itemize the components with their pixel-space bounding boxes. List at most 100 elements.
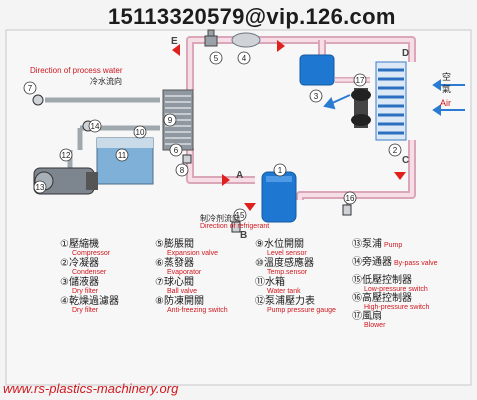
callout-circle-6 <box>169 143 183 157</box>
refrigerant-en: Direction of refrigerant <box>200 223 270 230</box>
callout-number-4: 4 <box>242 54 247 63</box>
callout-circle-16 <box>343 191 357 205</box>
callout-circle-9 <box>163 113 177 127</box>
air-arrows <box>323 79 465 116</box>
arrow-a <box>222 174 230 186</box>
callout-number-7: 7 <box>28 84 33 93</box>
callout-number-9: 9 <box>168 116 173 125</box>
arrow-down-right <box>394 172 406 180</box>
callout-circle-14 <box>88 119 102 133</box>
legend-label-en: Pump <box>384 242 403 249</box>
point-c: C <box>402 155 410 166</box>
expansion-valve <box>204 29 218 47</box>
legend-label-en: Expansion valve <box>167 250 218 257</box>
compressor <box>261 171 297 223</box>
legend-label-zh: ⑨水位開關 <box>255 239 304 250</box>
process-water-zh: 冷水流向 <box>90 77 122 86</box>
legend-label-en: Compressor <box>72 250 111 257</box>
ball-valve <box>32 94 44 106</box>
legend-label-en: Low-pressure switch <box>364 286 428 293</box>
callout-circle-10 <box>133 125 147 139</box>
callout-number-12: 12 <box>62 151 71 160</box>
callout-circle-1 <box>273 163 287 177</box>
legend-label-en: Evaporator <box>167 269 202 276</box>
legend-label-zh: ④乾燥過濾器 <box>60 296 119 307</box>
callout-number-17: 17 <box>356 76 365 85</box>
refrigerant-zh: 制冷剂流向 <box>200 214 240 223</box>
callout-number-2: 2 <box>393 146 398 155</box>
callout-circle-5 <box>209 51 223 65</box>
callout-circle-7 <box>23 81 37 95</box>
arrow-top-right <box>277 40 285 52</box>
condenser <box>375 61 407 141</box>
callout-number-14: 14 <box>91 122 100 131</box>
callout-circle-13 <box>33 180 47 194</box>
point-b: B <box>240 230 248 241</box>
point-a: A <box>236 170 244 181</box>
anti-freeze-switch <box>182 154 192 164</box>
legend-label-en: Ball valve <box>167 288 197 295</box>
legend-label-zh: ②冷凝器 <box>60 258 99 269</box>
callout-number-11: 11 <box>118 151 127 160</box>
callout-number-1: 1 <box>278 166 283 175</box>
contact-header: 15113320579@vip.126.com <box>108 4 396 29</box>
legend-label-zh: ⑯高壓控制器 <box>352 293 412 304</box>
water-tank <box>96 137 154 185</box>
callout-circle-3 <box>309 89 323 103</box>
legend-label-zh: ⑪水箱 <box>255 277 285 288</box>
point-e: E <box>171 36 178 47</box>
legend-label-en: Anti-freezing switch <box>167 307 228 314</box>
point-d: D <box>402 48 410 59</box>
legend-label-zh: ⑤膨脹閥 <box>155 239 194 250</box>
arrow-b <box>244 203 256 211</box>
receiver <box>299 54 335 86</box>
legend-label-zh: ⑭旁通器 <box>352 257 392 268</box>
callout-number-16: 16 <box>346 194 355 203</box>
air-en: Air <box>440 98 451 108</box>
legend-label-en: Water tank <box>267 288 301 295</box>
callout-circle-8 <box>175 163 189 177</box>
legend-label-zh: ⑰風扇 <box>352 311 382 322</box>
arrow-top-e <box>172 44 180 56</box>
callout-number-8: 8 <box>180 166 185 175</box>
footer-website: www.rs-plastics-machinery.org <box>3 381 179 396</box>
legend-label-en: Temp.sensor <box>267 269 308 276</box>
legend-label-en: Dry filter <box>72 307 99 314</box>
legend-label-zh: ⑫泵浦壓力表 <box>255 296 315 307</box>
dry-filter <box>231 32 261 48</box>
callout-circle-17 <box>353 73 367 87</box>
legend-label-zh: ⑦球心閥 <box>155 277 194 288</box>
callout-circle-2 <box>388 143 402 157</box>
legend-label-zh: ⑬泵浦 <box>352 239 382 250</box>
legend-label-en: Level sensor <box>267 250 307 257</box>
callout-number-5: 5 <box>214 54 219 63</box>
callout-number-6: 6 <box>174 146 179 155</box>
air-zh-bottom: 氣 <box>442 85 452 95</box>
air-zh-top: 空 <box>442 73 452 83</box>
legend-label-zh: ⑩溫度感應器 <box>255 258 314 269</box>
process-water-en: Direction of process water <box>30 66 123 75</box>
legend-label-en: By-pass valve <box>394 260 438 267</box>
callout-number-10: 10 <box>136 128 145 137</box>
legend-label-en: Pump pressure gauge <box>267 307 336 314</box>
legend-label-zh: ①壓縮機 <box>60 239 99 250</box>
legend-label-zh: ③儲液器 <box>60 277 99 288</box>
